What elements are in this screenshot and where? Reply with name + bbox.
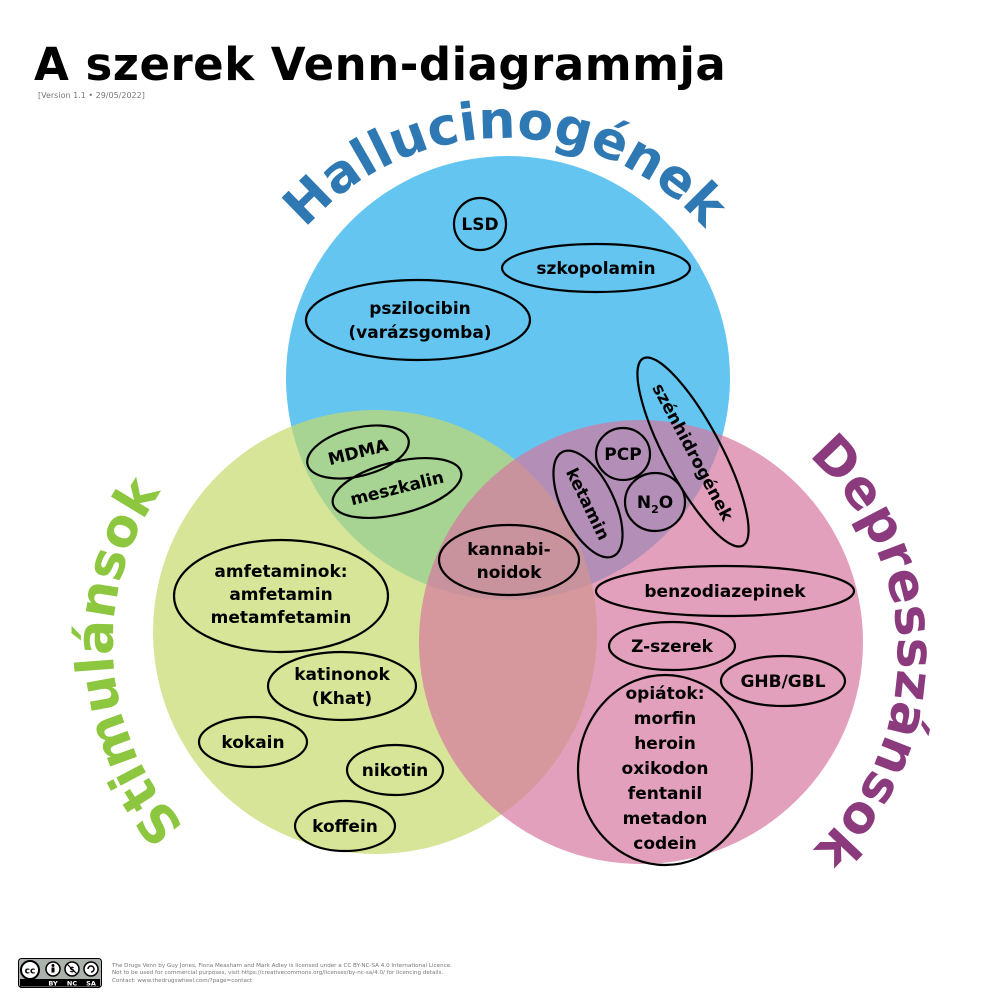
amfetaminok-label-2: amfetamin (229, 585, 332, 605)
zszerek-ellipse (607, 620, 737, 672)
license-line-2: Not to be used for commercial purposes, … (112, 970, 444, 977)
lsd-ellipse (452, 196, 508, 252)
amfetaminok-label-3: metamfetamin (211, 608, 352, 628)
kokain-label: kokain (221, 733, 284, 753)
ghbgbl-ellipse (719, 654, 847, 708)
n2o-label: N2O (637, 493, 673, 516)
depressant-circle (419, 420, 863, 864)
benzodiazepinek-ellipse (594, 564, 856, 618)
badge-by: BY (48, 980, 58, 988)
amfetaminok-ellipse (172, 538, 390, 654)
ghbgbl-label: GHB/GBL (740, 672, 825, 692)
szenhidrogenek-ellipse (636, 356, 750, 548)
pcp-label: PCP (604, 445, 641, 465)
cc-license-badge[interactable]: cc $ BY NC SA (18, 958, 102, 988)
pcp-ellipse (594, 426, 652, 482)
mdma-ellipse (306, 424, 410, 480)
nikotin-ellipse (345, 743, 445, 797)
nikotin-label: nikotin (362, 761, 429, 781)
katinonok-ellipse (266, 650, 418, 722)
kannabinoidok-ellipse (437, 523, 581, 597)
pszilocibin-ellipse (304, 278, 532, 362)
koffein-label: koffein (312, 817, 378, 837)
lsd-label: LSD (461, 215, 498, 235)
benzodiazepinek-label: benzodiazepinek (644, 582, 806, 602)
svg-text:cc: cc (25, 967, 36, 977)
cc-icon (20, 960, 40, 980)
amfetaminok-label: amfetaminok: (214, 562, 347, 582)
szkopolamin-label: szkopolamin (536, 259, 655, 279)
pszilocibin-label-2: (varázsgomba) (348, 323, 491, 343)
drug-ellipses (172, 196, 856, 867)
szkopolamin-ellipse (500, 242, 692, 294)
license-text: The Drugs Venn by Guy Jones, Fiona Meash… (112, 963, 452, 985)
opiatok-label-4: oxikodon (622, 759, 709, 779)
katinonok-label: katinonok (294, 665, 390, 685)
kannabinoidok-label-2: noidok (477, 563, 542, 583)
badge-sa: SA (86, 980, 96, 988)
n2o-n: N (637, 493, 651, 513)
license-line-1: The Drugs Venn by Guy Jones, Fiona Meash… (112, 963, 452, 969)
n2o-o: O (659, 493, 673, 513)
zszerek-label: Z-szerek (631, 637, 714, 657)
opiatok-label-6: metadon (623, 809, 708, 829)
kannabinoidok-label: kannabi- (467, 540, 551, 560)
opiatok-label-5: fentanil (628, 784, 702, 804)
n2o-ellipse (623, 471, 687, 533)
license-line-3[interactable]: Contact: www.thedrugswheel.com/?page=con… (112, 977, 253, 984)
koffein-ellipse (293, 799, 397, 853)
sa-icon (83, 961, 99, 977)
meszkalin-ellipse (331, 457, 463, 519)
ketamin-ellipse (552, 449, 624, 559)
opiatok-label-3: heroin (634, 734, 696, 754)
opiatok-label-2: morfin (634, 709, 696, 729)
badge-nc: NC (67, 980, 77, 988)
version-label: [Version 1.1 • 29/05/2022] (38, 91, 145, 100)
page-title: A szerek Venn-diagrammja (34, 38, 727, 91)
kokain-ellipse (197, 715, 309, 769)
katinonok-label-2: (Khat) (312, 689, 372, 709)
opiatok-label-1: opiátok: (625, 684, 704, 704)
circles (153, 156, 863, 864)
n2o-sub: 2 (651, 503, 659, 516)
opiatok-label-7: codein (633, 834, 696, 854)
opiatok-ellipse (576, 673, 754, 867)
pszilocibin-label: pszilocibin (369, 299, 471, 319)
